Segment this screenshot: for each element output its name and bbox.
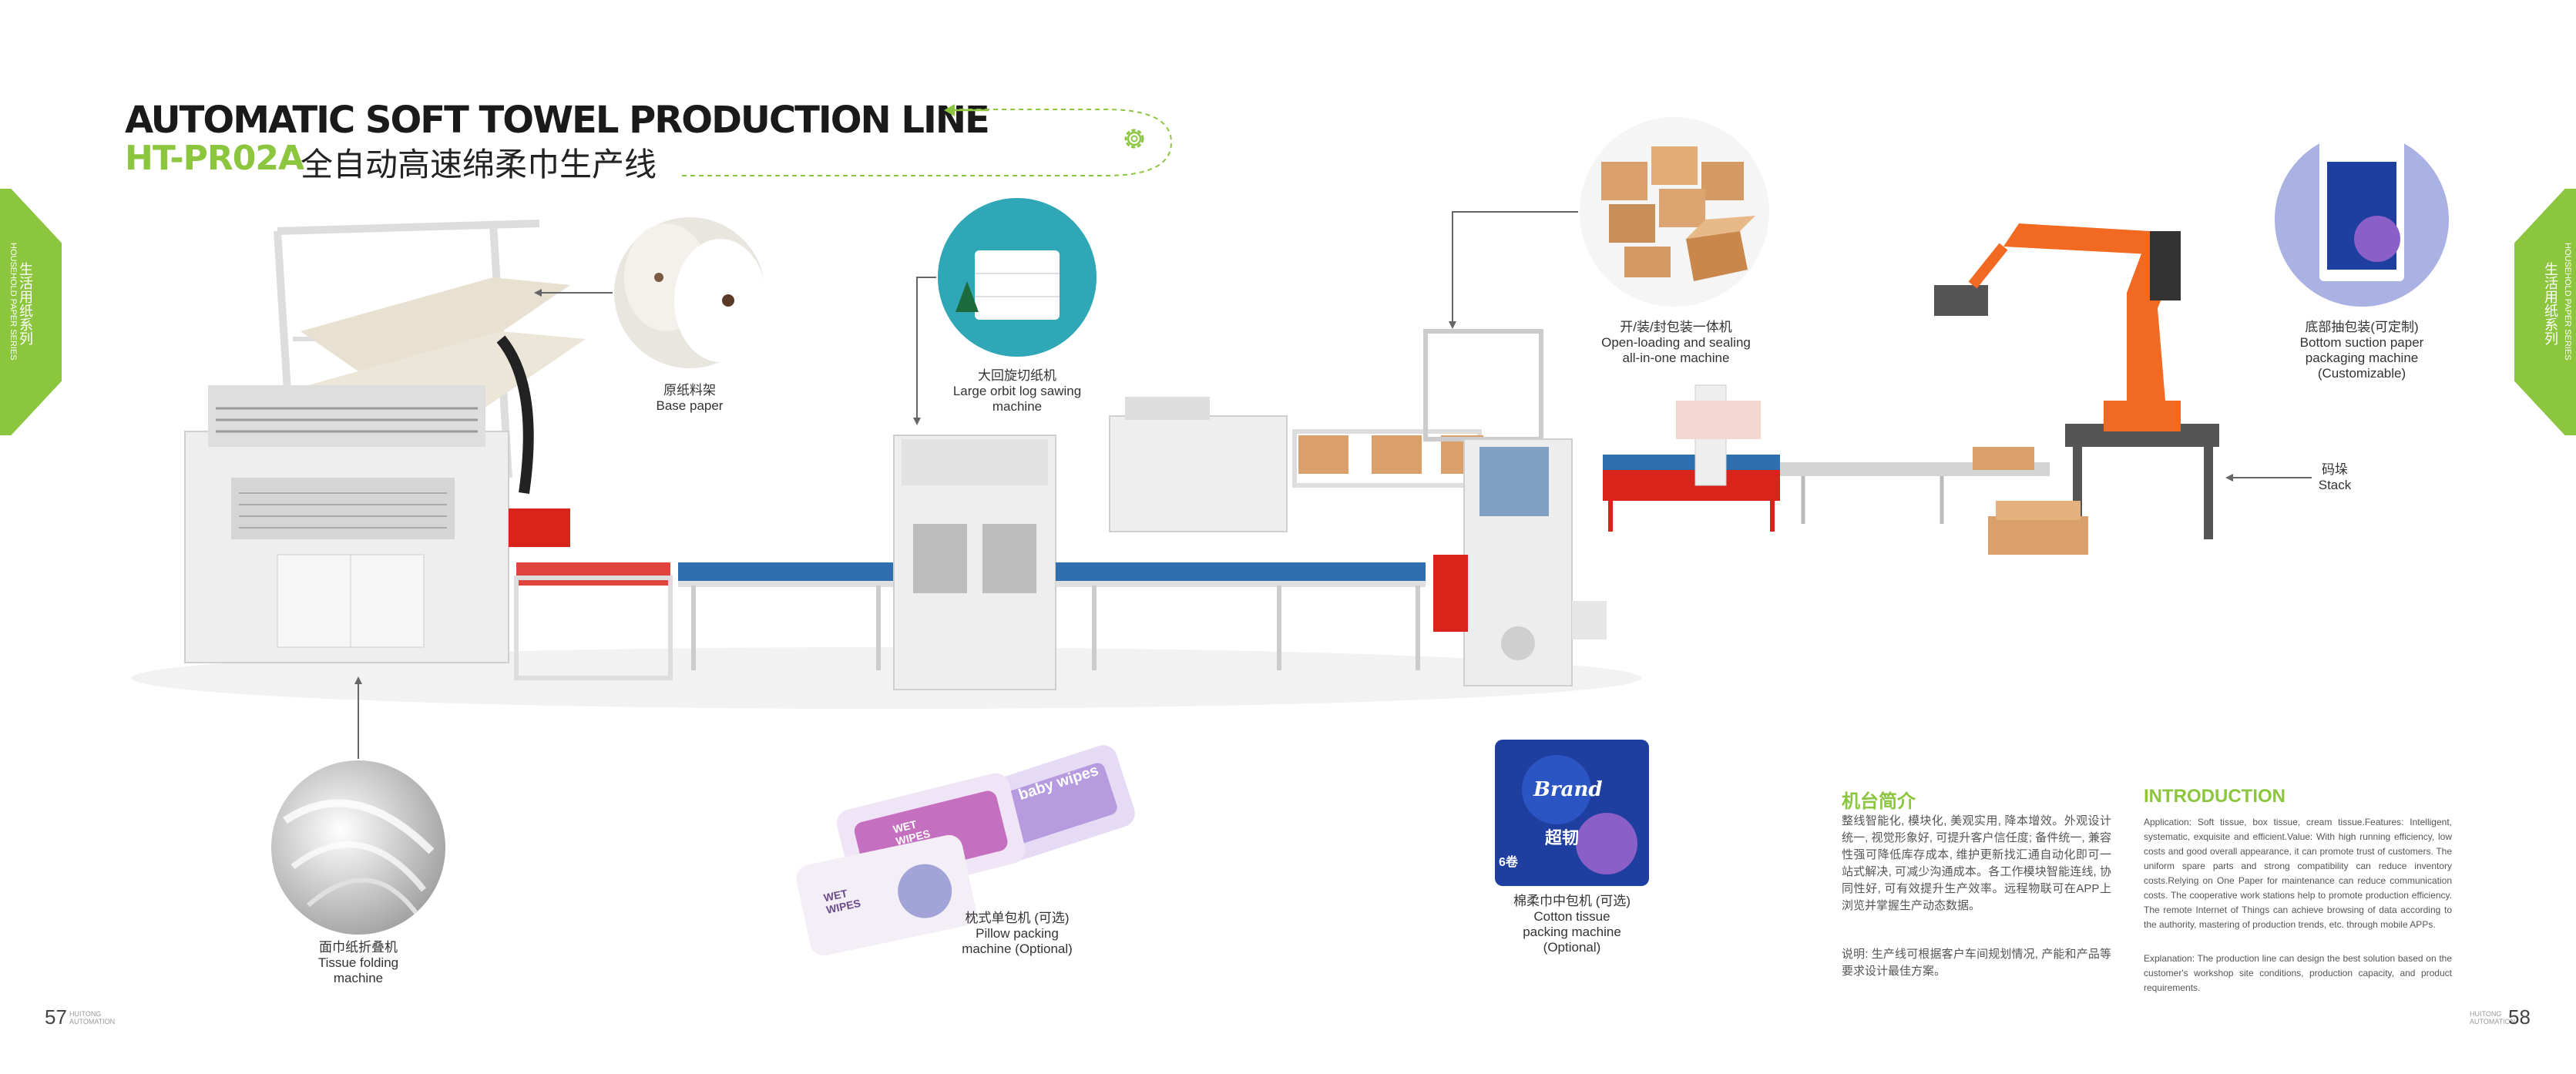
label-bottom-suction: 底部抽包装(可定制) Bottom suction paper packagin…	[2265, 320, 2458, 381]
right-tab-en: HOUSEHOLD PAPER SERIES	[2563, 243, 2572, 361]
intro-en-body: Application: Soft tissue, box tissue, cr…	[2144, 817, 2452, 930]
footer-right: HUITONG AUTOMATION 58	[2470, 1005, 2531, 1036]
intro-cn-title: 机台简介	[1842, 791, 1916, 812]
brand-text: Brand	[1533, 778, 1603, 801]
bottom-suction-cn: 底部抽包装(可定制)	[2305, 320, 2419, 334]
intro-en-title: INTRODUCTION	[2144, 786, 2285, 807]
label-box-sealer: 开/装/封包装一体机 Open-loading and sealing all-…	[1572, 320, 1780, 366]
cotton-tissue-en1: Cotton tissue	[1533, 909, 1610, 924]
cardboard-boxes-photo	[1580, 117, 1769, 307]
log-saw-cn: 大回旋切纸机	[978, 368, 1056, 383]
label-pillow-packing: 枕式单包机 (可选) Pillow packing machine (Optio…	[932, 911, 1102, 957]
intro-cn-note: 说明: 生产线可根据客户车间规划情况, 产能和产品等要求设计最佳方案。	[1842, 948, 2111, 978]
cotton-tissue-en3: (Optional)	[1543, 940, 1601, 955]
bottom-suction-en1: Bottom suction paper	[2299, 335, 2424, 350]
tissue-folding-en2: machine	[333, 971, 384, 985]
left-page-sub2: AUTOMATION	[69, 1018, 116, 1025]
intro-cn-body: 整线智能化, 模块化, 美观实用, 降本增效。外观设计统一, 视觉形象好, 可提…	[1842, 814, 2111, 912]
label-cotton-tissue: 棉柔巾中包机 (可选) Cotton tissue packing machin…	[1487, 894, 1657, 955]
page-title-cn: 全自动高速绵柔巾生产线	[301, 146, 657, 183]
base-paper-en: Base paper	[656, 398, 724, 413]
brand-cn-text: 超韧	[1545, 828, 1580, 847]
gear-icon	[1124, 129, 1144, 149]
box-sealer-drawing	[1603, 384, 1780, 532]
robot-palletizer-drawing	[1934, 223, 2219, 555]
bottom-suction-en3: (Customizable)	[2317, 366, 2406, 381]
left-tab-en: HOUSEHOLD PAPER SERIES	[8, 243, 18, 361]
page-title: AUTOMATIC SOFT TOWEL PRODUCTION LINE	[125, 99, 990, 142]
right-page-number: 58	[2508, 1005, 2531, 1029]
model-number: HT-PR02A	[125, 139, 304, 178]
stack-cn: 码垛	[2322, 462, 2348, 477]
arrow-left-icon	[944, 104, 989, 116]
left-tab-cn: 生活用纸系列	[18, 262, 33, 345]
tissue-folding-en1: Tissue folding	[317, 955, 399, 970]
bottom-suction-en2: packaging machine	[2305, 351, 2419, 365]
cotton-tissue-cn: 棉柔巾中包机 (可选)	[1513, 894, 1631, 908]
base-paper-photo	[614, 217, 767, 368]
bottom-suction-photo	[2275, 119, 2449, 307]
pillow-packing-en2: machine (Optional)	[962, 941, 1073, 956]
box-sealer-en1: Open-loading and sealing	[1601, 335, 1751, 350]
left-page-number: 57	[45, 1005, 67, 1029]
label-log-saw: 大回旋切纸机 Large orbit log sawing machine	[925, 368, 1110, 414]
header-decoration	[682, 109, 1173, 176]
log-saw-en2: machine	[992, 399, 1043, 414]
label-tissue-folding: 面巾纸折叠机 Tissue folding machine	[277, 940, 439, 986]
cotton-tissue-en2: packing machine	[1523, 925, 1621, 939]
log-saw-machine-drawing	[893, 435, 1056, 690]
box-sealer-en2: all-in-one machine	[1622, 351, 1730, 365]
label-base-paper: 原纸料架 Base paper	[616, 383, 763, 414]
cotton-tissue-pack-photo: Brand 超韧 6卷	[1491, 736, 1653, 890]
right-page-sub1: HUITONG	[2470, 1010, 2502, 1018]
intro-en-note: Explanation: The production line can des…	[2144, 953, 2452, 993]
brand-count-text: 6卷	[1499, 856, 1518, 869]
right-page-sub2: AUTOMATION	[2470, 1018, 2516, 1025]
box-sealer-cn: 开/装/封包装一体机	[1620, 320, 1732, 334]
pillow-packs-photo: baby wipes WET WIPES WET WIPES	[794, 732, 1135, 963]
right-tab-cn: 生活用纸系列	[2543, 262, 2558, 345]
stack-en: Stack	[2318, 478, 2352, 492]
tissue-folding-photo	[271, 760, 445, 935]
log-saw-photo	[938, 198, 1097, 357]
left-page-sub1: HUITONG	[69, 1010, 102, 1018]
tissue-folding-cn: 面巾纸折叠机	[319, 940, 398, 955]
label-stack: 码垛 Stack	[2304, 462, 2366, 493]
tissue-folding-machine-drawing	[184, 385, 570, 663]
pillow-packing-cn: 枕式单包机 (可选)	[965, 911, 1070, 925]
cotton-packer-drawing	[1423, 329, 1607, 686]
pillow-packing-en1: Pillow packing	[976, 926, 1059, 941]
base-paper-cn: 原纸料架	[663, 383, 716, 398]
log-saw-en1: Large orbit log sawing	[952, 384, 1082, 398]
